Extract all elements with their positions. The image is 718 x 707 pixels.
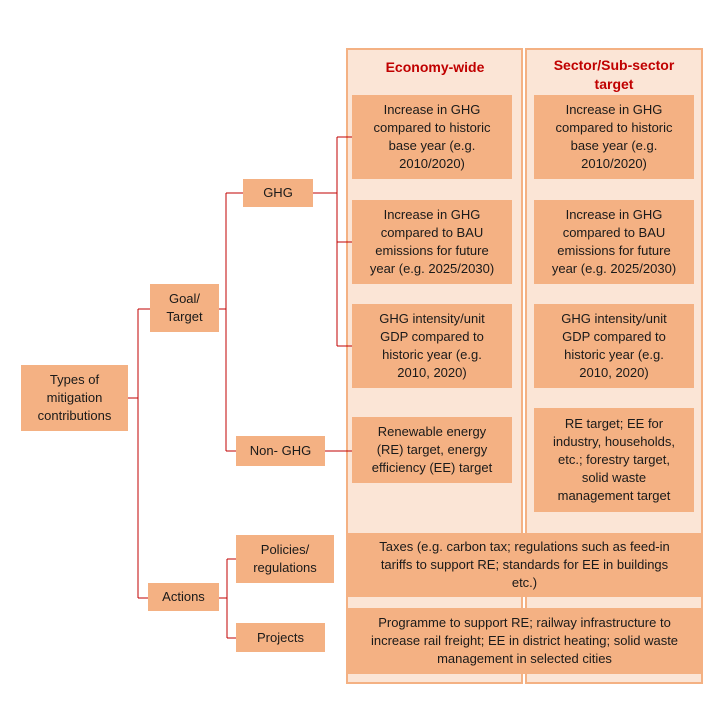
- goal-target-node: Goal/ Target: [150, 284, 219, 332]
- economy-non-ghg-box: Renewable energy (RE) target, energy eff…: [352, 417, 512, 483]
- sector-intensity-box: GHG intensity/unit GDP compared to histo…: [534, 304, 694, 388]
- policies-description-box: Taxes (e.g. carbon tax; regulations such…: [348, 533, 701, 597]
- economy-bau-box: Increase in GHG compared to BAU emission…: [352, 200, 512, 284]
- ghg-node: GHG: [243, 179, 313, 207]
- projects-description-box: Programme to support RE; railway infrast…: [348, 608, 701, 674]
- root-node: Types of mitigation contributions: [21, 365, 128, 431]
- economy-historic-box: Increase in GHG compared to historic bas…: [352, 95, 512, 179]
- sector-header: Sector/Sub-sector target: [553, 57, 675, 92]
- sector-non-ghg-box: RE target; EE for industry, households, …: [534, 408, 694, 512]
- actions-node: Actions: [148, 583, 219, 611]
- economy-intensity-box: GHG intensity/unit GDP compared to histo…: [352, 304, 512, 388]
- policies-regulations-node: Policies/ regulations: [236, 535, 334, 583]
- sector-historic-box: Increase in GHG compared to historic bas…: [534, 95, 694, 179]
- sector-bau-box: Increase in GHG compared to BAU emission…: [534, 200, 694, 284]
- non-ghg-node: Non- GHG: [236, 436, 325, 466]
- projects-node: Projects: [236, 623, 325, 652]
- economy-wide-header: Economy-wide: [385, 59, 485, 75]
